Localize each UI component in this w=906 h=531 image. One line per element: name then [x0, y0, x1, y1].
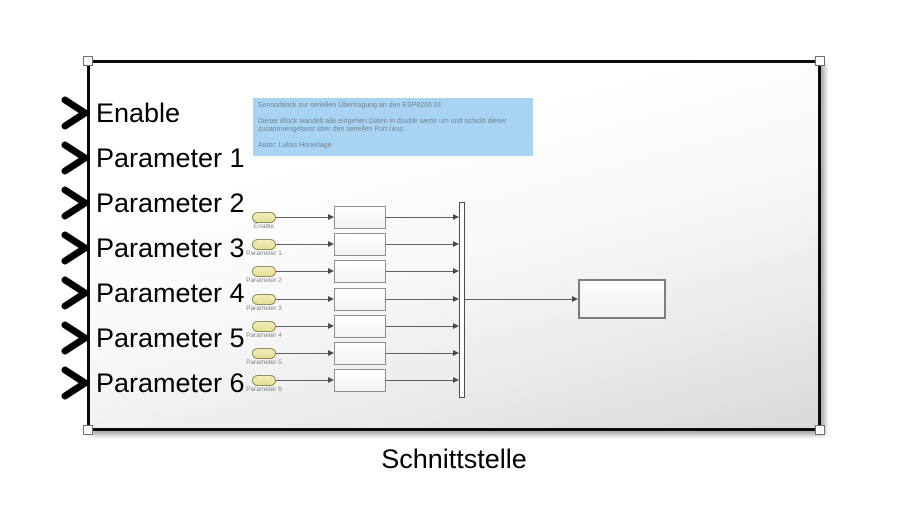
- inport-block[interactable]: [252, 320, 276, 332]
- wire-arrowhead-icon: [328, 213, 334, 220]
- signal-wire[interactable]: [386, 379, 453, 381]
- selection-handle-bottom-left[interactable]: [83, 425, 93, 435]
- inport-label: Enable: [253, 223, 275, 230]
- port-label: Parameter 2: [96, 188, 245, 218]
- wire-arrowhead-icon: [453, 349, 459, 356]
- signal-wire[interactable]: [276, 352, 328, 354]
- wire-arrowhead-icon: [453, 295, 459, 302]
- selection-handle-top-left[interactable]: [83, 56, 93, 66]
- inport-label: Parameter 5: [246, 359, 282, 366]
- annotation-author: Autor: Lukas Honerlage: [258, 142, 332, 149]
- port-label: Parameter 5: [96, 323, 245, 353]
- input-port-chevron-icon[interactable]: [61, 186, 89, 220]
- port-label: Parameter 3: [96, 233, 245, 263]
- annotation-body: Dieser Block wandelt alle eingehen Daten…: [258, 118, 507, 133]
- signal-wire[interactable]: [276, 325, 328, 327]
- wire-arrowhead-icon: [328, 267, 334, 274]
- conversion-block[interactable]: [334, 341, 386, 365]
- input-port-chevron-icon[interactable]: [61, 276, 89, 310]
- signal-wire[interactable]: [276, 216, 328, 218]
- inport-label: Parameter 3: [246, 305, 282, 312]
- annotation-note[interactable]: Sensorblock zur seriellen Übertragung an…: [253, 98, 533, 156]
- signal-wire[interactable]: [386, 216, 453, 218]
- wire-arrowhead-icon: [328, 322, 334, 329]
- inport-label: Parameter 1: [246, 250, 282, 257]
- wire-arrowhead-icon: [328, 349, 334, 356]
- inport-block[interactable]: [252, 265, 276, 277]
- wire-arrowhead-icon: [328, 376, 334, 383]
- selection-handle-top-right[interactable]: [815, 56, 825, 66]
- port-label: Parameter 4: [96, 278, 245, 308]
- inport-label: Parameter 6: [246, 386, 282, 393]
- port-label: Enable: [96, 98, 181, 128]
- conversion-block[interactable]: [334, 287, 386, 311]
- signal-wire[interactable]: [276, 270, 328, 272]
- inport-label: Parameter 2: [246, 277, 282, 284]
- inport-block[interactable]: [252, 347, 276, 359]
- wire-arrowhead-icon: [453, 322, 459, 329]
- signal-wire[interactable]: [386, 243, 453, 245]
- wire-arrowhead-icon: [453, 267, 459, 274]
- inport-block[interactable]: [252, 293, 276, 305]
- conversion-block[interactable]: [334, 368, 386, 392]
- input-port-chevron-icon[interactable]: [61, 231, 89, 265]
- input-port-chevron-icon[interactable]: [61, 141, 89, 175]
- input-port-chevron-icon[interactable]: [61, 96, 89, 130]
- wire-arrowhead-icon: [453, 240, 459, 247]
- inport-block[interactable]: [252, 211, 276, 223]
- conversion-block[interactable]: [334, 259, 386, 283]
- inport-label: Parameter 4: [246, 332, 282, 339]
- signal-wire[interactable]: [276, 379, 328, 381]
- serial-output-block[interactable]: [578, 279, 666, 319]
- signal-wire[interactable]: [386, 352, 453, 354]
- wire-arrowhead-icon: [453, 213, 459, 220]
- annotation-title: Sensorblock zur seriellen Übertragung an…: [258, 102, 442, 109]
- signal-wire[interactable]: [276, 298, 328, 300]
- input-port-chevron-icon[interactable]: [61, 366, 89, 400]
- signal-wire[interactable]: [386, 325, 453, 327]
- signal-wire[interactable]: [386, 298, 453, 300]
- conversion-block[interactable]: [334, 232, 386, 256]
- conversion-block[interactable]: [334, 205, 386, 229]
- conversion-block[interactable]: [334, 314, 386, 338]
- signal-wire[interactable]: [386, 270, 453, 272]
- block-name-label[interactable]: Schnittstelle: [381, 444, 527, 474]
- wire-arrowhead-icon: [453, 376, 459, 383]
- wire-arrowhead-icon: [328, 240, 334, 247]
- wire-arrowhead-icon: [572, 295, 578, 302]
- mux-block[interactable]: [459, 202, 465, 398]
- selection-handle-bottom-right[interactable]: [815, 425, 825, 435]
- wire-arrowhead-icon: [328, 295, 334, 302]
- port-label: Parameter 6: [96, 368, 245, 398]
- inport-block[interactable]: [252, 374, 276, 386]
- signal-wire-mux-output[interactable]: [465, 298, 572, 300]
- inport-block[interactable]: [252, 238, 276, 250]
- port-label: Parameter 1: [96, 143, 245, 173]
- input-port-chevron-icon[interactable]: [61, 321, 89, 355]
- signal-wire[interactable]: [276, 243, 328, 245]
